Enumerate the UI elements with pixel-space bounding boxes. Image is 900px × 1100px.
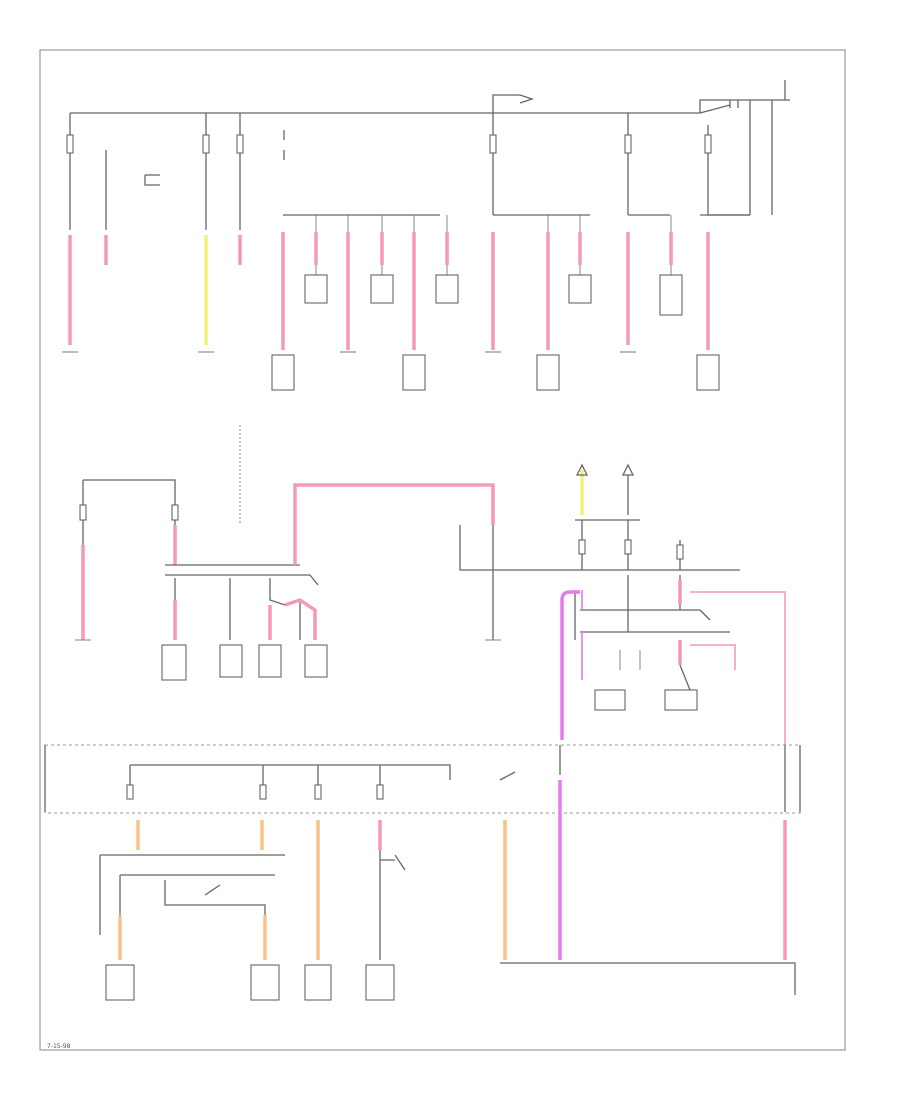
middle-right-section	[459, 463, 786, 745]
component-box	[304, 964, 332, 1001]
top-feed-section	[62, 80, 790, 525]
wire-magenta-1	[560, 590, 580, 740]
component-box	[250, 964, 280, 1001]
wire-pink-21	[293, 483, 495, 565]
lower-junction-block	[44, 744, 801, 814]
component-box	[402, 354, 426, 391]
component-box	[304, 644, 328, 678]
component-box	[365, 964, 395, 1001]
component-box	[370, 274, 394, 304]
component-box	[271, 354, 295, 391]
component-box	[536, 354, 560, 391]
wire-pink-22	[690, 591, 786, 745]
component-box	[594, 689, 626, 711]
page-label: 7-15-98	[47, 1043, 71, 1050]
wire-pink-20	[284, 598, 317, 640]
component-box	[105, 964, 135, 1001]
bottom-section	[99, 780, 796, 1001]
component-box	[659, 274, 683, 316]
component-box	[161, 644, 187, 681]
diagram-frame	[39, 49, 846, 1051]
component-box	[435, 274, 459, 304]
component-box	[219, 644, 243, 678]
component-box	[696, 354, 720, 391]
component-box	[258, 644, 282, 678]
component-box	[568, 274, 592, 304]
component-box	[304, 274, 328, 304]
middle-left-section	[75, 479, 495, 681]
component-box	[664, 689, 698, 711]
